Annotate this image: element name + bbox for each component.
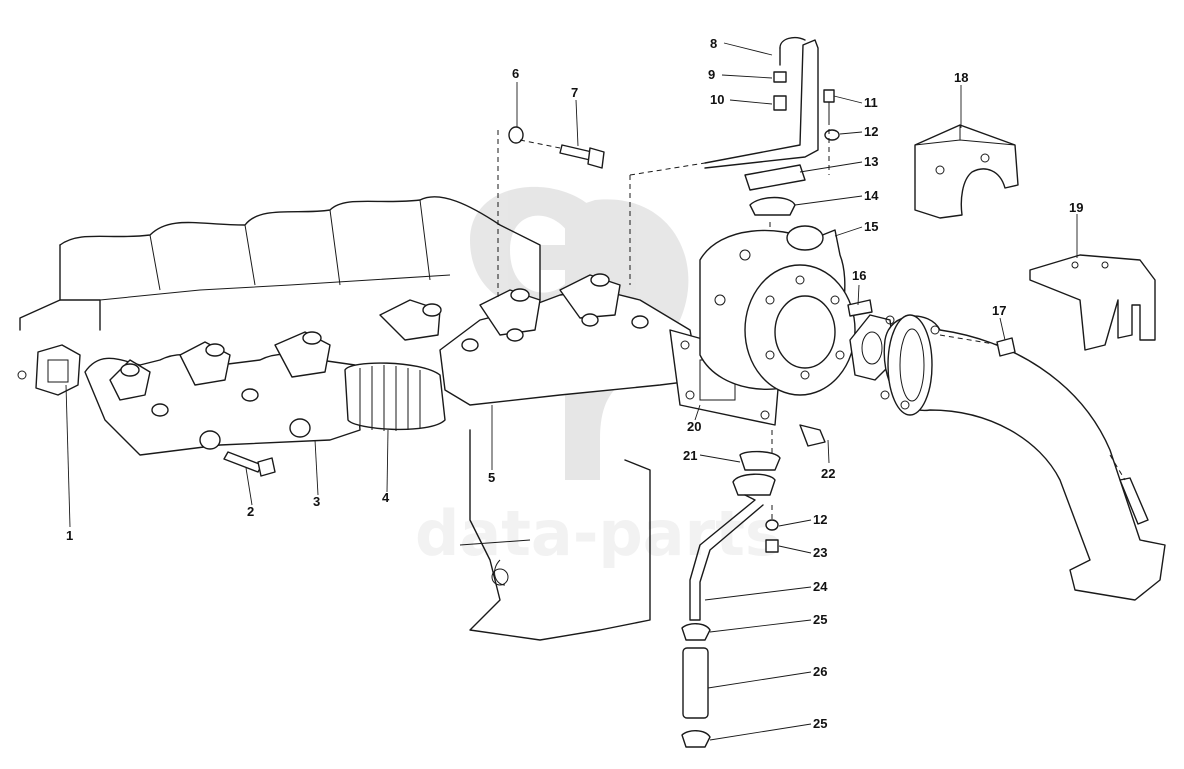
callout-6: 6 — [512, 66, 519, 81]
callout-3: 3 — [313, 494, 320, 509]
callout-10: 10 — [710, 92, 724, 107]
clamp-25a — [681, 623, 711, 641]
callout-7: 7 — [571, 85, 578, 100]
stud-2 — [223, 451, 263, 473]
turbocharger — [699, 225, 856, 396]
callout-12: 12 — [864, 124, 878, 139]
callout-5: 5 — [488, 470, 495, 485]
washer-12b — [765, 519, 779, 531]
callout-15: 15 — [864, 219, 878, 234]
callout-11: 11 — [864, 95, 878, 110]
callout-labels: 1 2 3 4 5 6 7 8 9 10 11 12 13 14 15 16 1… — [66, 36, 1083, 731]
callout-24: 24 — [813, 579, 828, 594]
callout-23: 23 — [813, 545, 827, 560]
sleeve-3b — [289, 418, 311, 438]
manifold-rear — [379, 273, 701, 406]
oil-feed-line — [704, 36, 840, 216]
bolt-22 — [799, 424, 826, 447]
stud-16-flange — [847, 299, 896, 381]
end-gasket — [35, 344, 81, 396]
leader-lines — [65, 42, 1078, 741]
callout-13: 13 — [864, 154, 878, 169]
flange-21 — [732, 473, 776, 496]
callout-26: 26 — [813, 664, 827, 679]
sleeve-3a — [199, 430, 221, 450]
exhaust-elbow — [880, 314, 1166, 601]
bellows — [344, 362, 446, 431]
engine-block — [19, 196, 651, 641]
oil-return-line — [681, 424, 826, 748]
manifold-front — [17, 331, 361, 477]
callout-21: 21 — [683, 448, 697, 463]
callout-12b: 12 — [813, 512, 827, 527]
clamp-25b — [681, 730, 711, 748]
fitting-10 — [773, 95, 787, 111]
bolt-6-7 — [508, 126, 605, 169]
bracket-19 — [1029, 254, 1156, 351]
bolt-11 — [823, 89, 835, 103]
washer-12 — [824, 129, 840, 141]
callout-17: 17 — [992, 303, 1006, 318]
callout-25b: 25 — [813, 716, 827, 731]
gasket-21 — [739, 450, 781, 471]
callout-25: 25 — [813, 612, 827, 627]
callout-1: 1 — [66, 528, 73, 543]
gasket-14 — [749, 196, 796, 216]
callout-4: 4 — [382, 490, 390, 505]
callout-8: 8 — [710, 36, 717, 51]
callout-16: 16 — [852, 268, 866, 283]
callout-2: 2 — [247, 504, 254, 519]
callout-14: 14 — [864, 188, 879, 203]
hose-26 — [682, 647, 709, 719]
callout-19: 19 — [1069, 200, 1083, 215]
flange-13 — [744, 164, 806, 191]
callout-18: 18 — [954, 70, 968, 85]
alignment-lines — [497, 120, 1126, 520]
bolt-23 — [765, 539, 779, 553]
fitting-9 — [773, 71, 787, 83]
callout-22: 22 — [821, 466, 835, 481]
callout-20: 20 — [687, 419, 701, 434]
heat-shield-18 — [914, 124, 1019, 219]
callout-9: 9 — [708, 67, 715, 82]
